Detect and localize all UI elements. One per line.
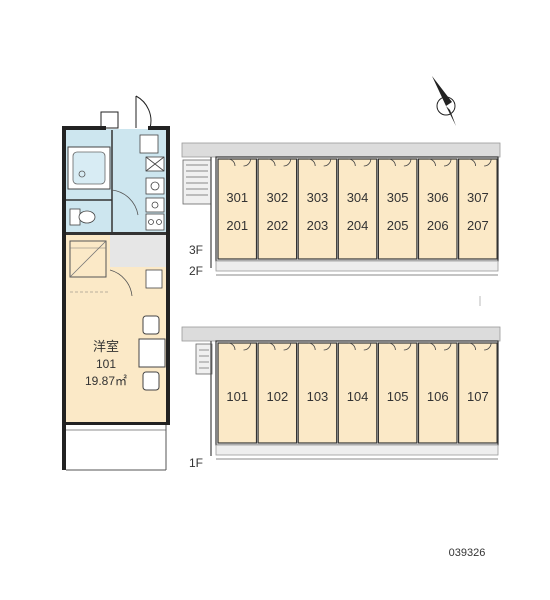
- entry-door-mark: [363, 342, 372, 351]
- unit-cell: [337, 342, 378, 444]
- unit-number-label: 307: [467, 190, 489, 205]
- unit-cell: [337, 158, 378, 260]
- unit-number-label: 107: [467, 389, 489, 404]
- entry-door-mark: [388, 158, 396, 167]
- unit-number-label: 103: [307, 389, 329, 404]
- unit-number-label: 303: [307, 190, 329, 205]
- unit-number-label: 304: [347, 190, 369, 205]
- entry-door-mark: [227, 342, 236, 351]
- entry-door-mark: [468, 342, 476, 351]
- unit-cell: [377, 158, 418, 260]
- compass-north-icon: [432, 76, 456, 126]
- room-type-label: 洋室: [93, 339, 119, 354]
- unit-number-label: 105: [387, 389, 409, 404]
- entry-door-mark: [243, 158, 251, 167]
- lower-building-block: 101 102 103 104 105 106 107: [181, 326, 501, 460]
- unit-cell: [257, 158, 298, 260]
- unit-number-label: 205: [387, 218, 409, 233]
- floor-label-2f: 2F: [189, 264, 203, 278]
- entry-door-mark: [348, 342, 356, 351]
- entry-door-mark: [428, 158, 436, 167]
- room-area-label: 19.87㎡: [85, 374, 127, 388]
- unit-cell: [217, 158, 258, 260]
- unit-number-label: 201: [226, 218, 248, 233]
- entry-door-mark: [348, 158, 356, 167]
- entry-door-mark: [484, 158, 492, 167]
- entry-door-mark: [363, 158, 372, 167]
- entry-door-mark: [268, 158, 276, 167]
- entry-door-mark: [403, 342, 412, 351]
- entry-door-mark: [484, 342, 492, 351]
- unit-cell: [217, 342, 258, 444]
- lower-units: 101 102 103 104 105 106 107: [217, 342, 498, 444]
- unit-number-label: 207: [467, 218, 489, 233]
- entry-door-mark: [283, 342, 291, 351]
- unit-number-label: 202: [266, 218, 288, 233]
- unit-number-label: 306: [427, 190, 449, 205]
- unit-floor-plan: 洋室 101 19.87㎡: [62, 95, 170, 471]
- unit-cell: [297, 342, 338, 444]
- unit-number-label: 301: [226, 190, 248, 205]
- upper-building-block: 301 201 302 202 303 203 304 204 305 205 306 206 307 2…: [181, 142, 501, 276]
- unit-cell: [458, 342, 498, 444]
- entry-door-mark: [308, 342, 316, 351]
- floor-label-1f: 1F: [189, 456, 203, 470]
- entry-door-mark: [227, 158, 236, 167]
- entry-door-mark: [428, 342, 436, 351]
- unit-cell: [377, 342, 418, 444]
- entry-door-mark: [243, 342, 251, 351]
- floor-label-3f: 3F: [189, 243, 203, 257]
- entry-door-mark: [443, 342, 452, 351]
- unit-number-label: 104: [347, 389, 369, 404]
- entry-door-mark: [268, 342, 276, 351]
- entry-door-mark: [403, 158, 412, 167]
- entry-door-mark: [468, 158, 476, 167]
- unit-number-label: 106: [427, 389, 449, 404]
- unit-number-label: 102: [266, 389, 288, 404]
- entry-door-mark: [443, 158, 452, 167]
- entry-door-mark: [308, 158, 316, 167]
- unit-cell: [297, 158, 338, 260]
- entry-door-mark: [323, 158, 332, 167]
- unit-cell: [458, 158, 498, 260]
- unit-number-label: 302: [266, 190, 288, 205]
- unit-number-label: 206: [427, 218, 449, 233]
- reference-code: 039326: [449, 547, 486, 559]
- unit-number-label: 204: [347, 218, 369, 233]
- upper-units: 301 201 302 202 303 203 304 204 305 205 306 206 307 2…: [217, 158, 498, 260]
- unit-number-label: 203: [307, 218, 329, 233]
- entry-door-mark: [323, 342, 332, 351]
- unit-cell: [257, 342, 298, 444]
- unit-number-label: 101: [226, 389, 248, 404]
- entry-door-mark: [388, 342, 396, 351]
- room-number-label: 101: [96, 357, 116, 371]
- entry-door-mark: [283, 158, 291, 167]
- unit-cell: [417, 158, 458, 260]
- unit-cell: [417, 342, 458, 444]
- unit-number-label: 305: [387, 190, 409, 205]
